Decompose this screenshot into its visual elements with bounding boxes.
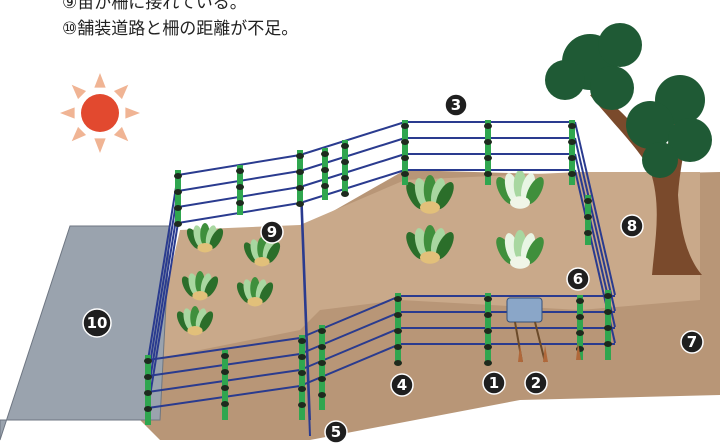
caption-line-10: ⑩舗装道路と柵の距離が不足。 [62,19,299,39]
fence-wire [147,190,179,377]
number-marker-label: 9 [267,223,277,241]
number-marker-label: 3 [451,96,461,114]
number-marker-3: 3 [444,93,468,117]
number-markers: 1 2 3 4 5 6 7 8 9 10 [82,93,704,444]
vegetable-icon [406,225,454,264]
fence-post-icon [318,325,326,410]
fence-wire [147,206,179,393]
vegetable-icon [236,277,274,307]
fence-post-icon [584,195,592,245]
fence-wire [299,169,406,204]
sun-ray [71,126,87,142]
fence-post-icon [321,148,329,200]
vegetable-icon [181,271,219,301]
fence-post-icon [568,120,576,185]
fence-post-icon [236,165,244,215]
fence-post-icon [174,170,182,227]
fence-wire [299,327,401,371]
fence-wire [299,311,401,355]
vegetable-icon [406,175,454,214]
number-marker-label: 6 [573,270,583,288]
sun-ray [113,126,129,142]
fence-post-icon [401,120,409,185]
vegetable-group-right [406,170,544,269]
vegetable-icon [496,230,544,269]
number-marker-label: 2 [531,374,541,392]
fence-wire [299,343,401,387]
fence-wire [299,153,406,188]
number-marker-label: 10 [87,314,108,332]
ground-raised-field [150,172,700,360]
number-marker-7: 7 [680,330,704,354]
fence-post-icon [221,350,229,420]
number-marker-5: 5 [324,420,348,444]
vegetable-icon [496,170,544,209]
sun-ray [94,138,106,153]
vegetable-icon [186,223,224,253]
number-marker-1: 1 [482,371,506,395]
number-marker-label: 1 [489,374,499,392]
fence-post-icon [298,335,306,420]
fence-post-icon [394,293,402,366]
number-marker-4: 4 [390,373,414,397]
number-marker-2: 2 [524,371,548,395]
caption: ⑨苗が柵に接れている。 ⑩舗装道路と柵の距離が不足。 [0,0,722,60]
sun-ray [125,107,140,119]
paved-road [0,225,171,441]
number-marker-8: 8 [620,214,644,238]
caption-line-partial: ⑨苗が柵に接れている。 [62,0,247,13]
number-marker-9: 9 [260,220,284,244]
vegetable-icon [243,237,281,267]
fence-wire [147,337,301,361]
fence-wire [299,295,401,339]
vegetable-icon [176,306,214,336]
fence-post-icon [604,290,612,360]
fence-posts [144,120,612,425]
fence-post-icon [484,120,492,185]
fence-wire [299,121,406,156]
fence-wire [299,170,311,437]
fence-wire [299,137,406,172]
fence-post-icon [296,150,304,207]
sun-ray [94,73,106,88]
number-marker-label: 4 [397,376,407,394]
fence-wire [147,174,179,361]
energizer-box-icon [506,297,581,363]
fence-post-icon [484,293,492,366]
number-marker-label: 7 [687,333,697,351]
sun-ray [113,84,129,100]
number-marker-label: 5 [331,423,341,441]
sun-icon [60,73,140,153]
vegetable-group-left [176,223,281,336]
sun-ray [71,84,87,100]
number-marker-label: 8 [627,217,637,235]
number-marker-6: 6 [566,267,590,291]
fence-wire [574,121,616,296]
number-marker-10: 10 [82,308,112,338]
fence-post-icon [144,355,152,425]
fence-wire [147,222,179,409]
fence-wire [574,137,616,312]
sun-ray [60,107,75,119]
fence-post-icon [341,140,349,197]
tree-icon [545,23,712,275]
